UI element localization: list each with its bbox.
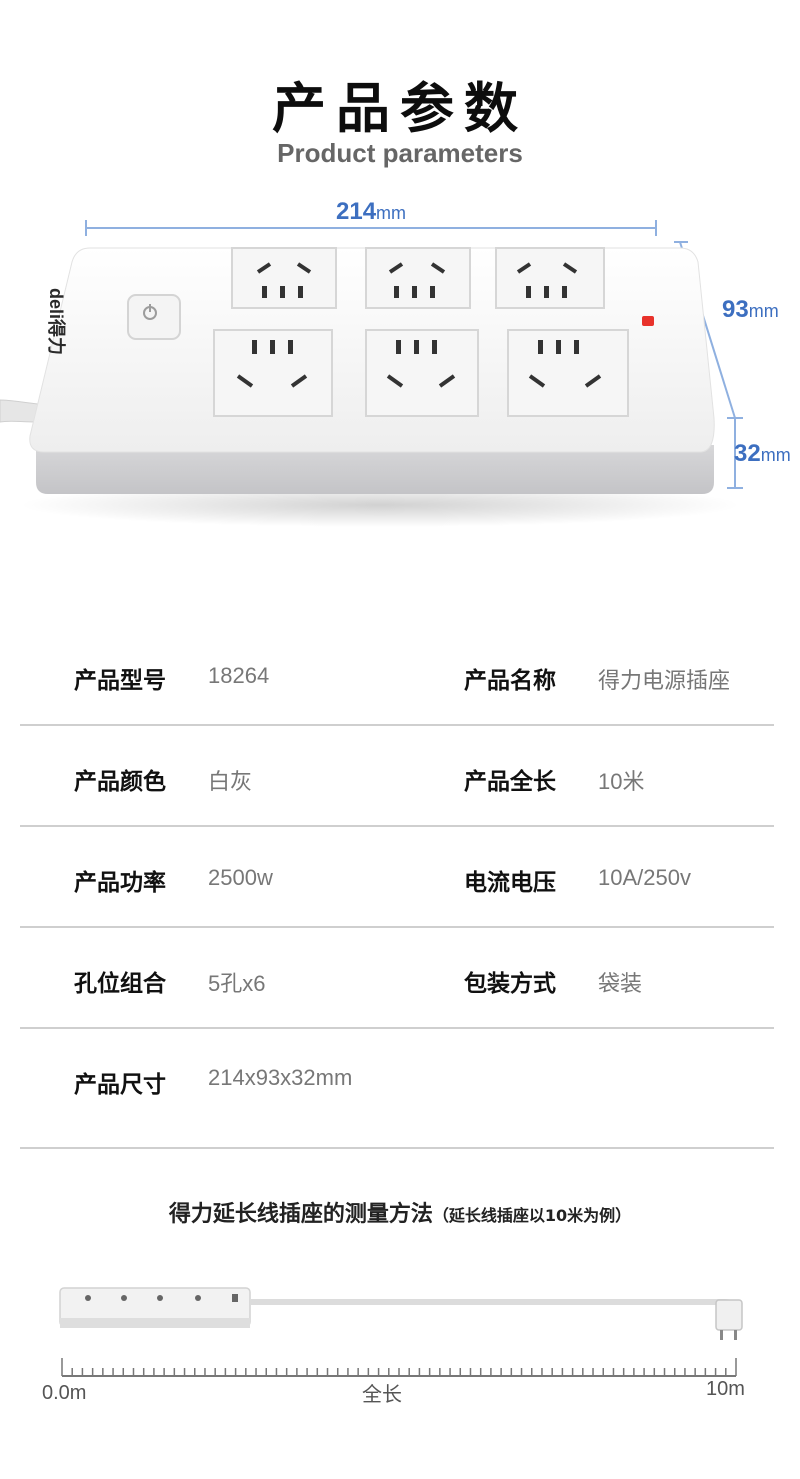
table-row: 产品功率 2500w 电流电压 10A/250v xyxy=(20,827,774,928)
depth-dimension-label: 32mm xyxy=(734,440,791,467)
height-dimension-label: 93mm xyxy=(722,296,779,323)
measure-note: （延长线插座以10米为例） xyxy=(432,1206,632,1225)
spec-label: 产品功率 xyxy=(74,870,166,896)
socket-top-3 xyxy=(495,247,605,309)
page-subtitle: Product parameters xyxy=(277,138,523,168)
ruler-end-label: 10m xyxy=(706,1378,745,1400)
spec-value: 2500w xyxy=(208,865,273,890)
spec-value: 袋装 xyxy=(598,971,643,996)
spec-value: 白灰 xyxy=(208,769,253,794)
brand-logo: deli得力 xyxy=(46,288,66,356)
spec-value: 10米 xyxy=(598,769,645,794)
page-title: 产品参数 xyxy=(272,77,528,140)
power-strip-image xyxy=(0,220,743,527)
spec-label: 产品全长 xyxy=(464,769,556,795)
width-dimension-line xyxy=(85,220,657,236)
table-row: 孔位组合 5孔x6 包装方式 袋装 xyxy=(20,928,774,1029)
socket-bottom-3 xyxy=(507,329,629,417)
spec-label: 包装方式 xyxy=(464,971,556,997)
spec-label: 孔位组合 xyxy=(74,971,166,997)
measure-title: 得力延长线插座的测量方法（延长线插座以10米为例） xyxy=(0,1196,800,1228)
depth-dimension-line xyxy=(727,417,743,489)
spec-value: 得力电源插座 xyxy=(598,668,731,693)
spec-value: 10A/250v xyxy=(598,865,691,890)
table-row: 产品尺寸 214x93x32mm xyxy=(20,1029,774,1149)
spec-label: 产品名称 xyxy=(464,668,556,694)
table-row: 产品型号 18264 产品名称 得力电源插座 xyxy=(20,625,774,726)
ruler-start-label: 0.0m xyxy=(42,1382,87,1404)
spec-label: 产品尺寸 xyxy=(74,1072,166,1098)
socket-top-1 xyxy=(231,247,337,309)
spec-value: 5孔x6 xyxy=(208,971,266,996)
spec-label: 电流电压 xyxy=(464,870,556,896)
width-dimension-label: 214mm xyxy=(336,198,407,225)
socket-bottom-2 xyxy=(365,329,479,417)
spec-value: 214x93x32mm xyxy=(208,1065,353,1090)
spec-label: 产品颜色 xyxy=(74,769,166,795)
socket-top-2 xyxy=(365,247,471,309)
specs-table: 产品型号 18264 产品名称 得力电源插座 产品颜色 白灰 产品全长 10米 … xyxy=(20,625,774,1149)
measure-title-text: 得力延长线插座的测量方法 xyxy=(168,1202,433,1227)
ruler-image xyxy=(59,1287,743,1377)
spec-value: 18264 xyxy=(208,663,270,688)
product-illustration: 214mm 93mm 32mm deli得力 xyxy=(0,190,800,550)
table-row: 产品颜色 白灰 产品全长 10米 xyxy=(20,726,774,827)
ruler-mid-label: 全长 xyxy=(362,1384,402,1406)
socket-bottom-1 xyxy=(213,329,333,417)
spec-label: 产品型号 xyxy=(74,668,166,694)
measure-illustration: 0.0m 全长 10m xyxy=(0,1270,800,1430)
